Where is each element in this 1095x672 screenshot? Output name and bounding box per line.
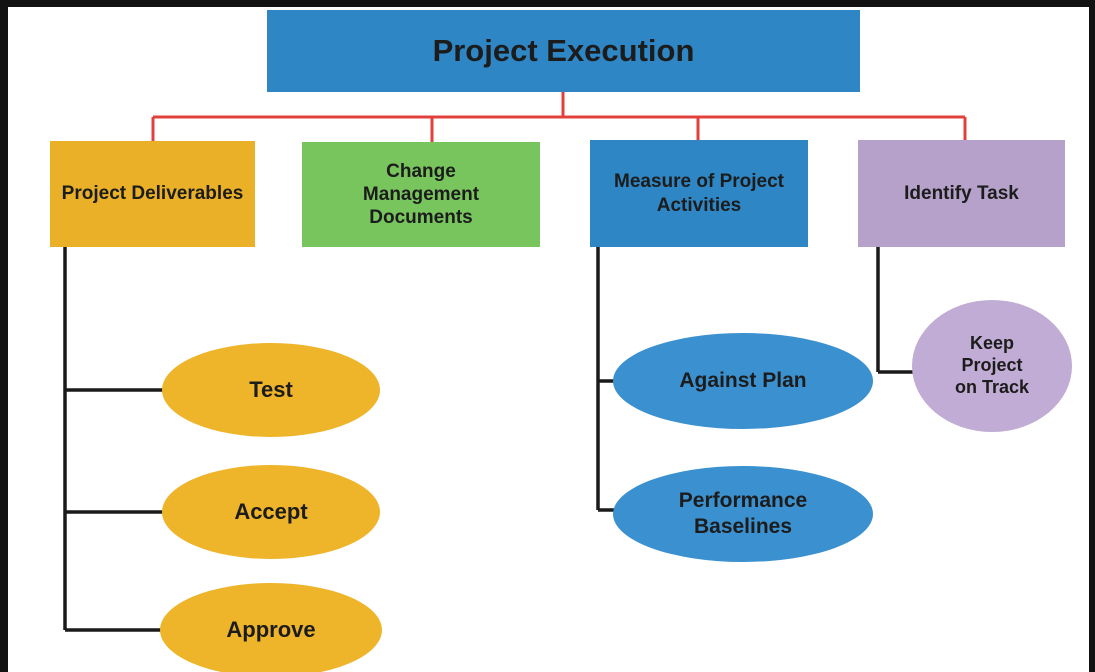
branch-box-identify-task: Identify Task <box>858 140 1065 247</box>
node-label: Project Execution <box>432 33 695 69</box>
node-label: Test <box>249 376 293 402</box>
ellipse-performance-baselines: Performance Baselines <box>613 466 873 562</box>
node-label: Measure of Project Activities <box>614 171 784 216</box>
node-label: Keep Project on Track <box>954 333 1030 397</box>
level1-connector-red <box>151 91 967 143</box>
ellipse-against-plan: Against Plan <box>613 333 873 429</box>
branch-box-change-management-documents: Change Management Documents <box>302 142 540 247</box>
frame-border-top <box>0 0 1095 7</box>
ellipse-accept: Accept <box>162 465 380 559</box>
branch-box-project-deliverables: Project Deliverables <box>50 141 255 247</box>
ellipse-approve: Approve <box>160 583 382 672</box>
node-label: Accept <box>234 498 308 524</box>
node-label: Approve <box>226 616 316 642</box>
node-label: Performance Baselines <box>678 489 808 538</box>
node-label: Project Deliverables <box>61 183 244 205</box>
node-label: Identify Task <box>904 182 1019 204</box>
frame-border-left <box>0 0 8 672</box>
ellipse-keep-project-on-track: Keep Project on Track <box>912 300 1072 432</box>
node-label: Against Plan <box>679 369 807 393</box>
level2-connector-black <box>63 247 915 632</box>
frame-border-right <box>1089 0 1095 672</box>
branch-box-measure-of-project-activities: Measure of Project Activities <box>590 140 808 247</box>
node-project-execution: Project Execution <box>267 10 860 92</box>
node-label: Change Management Documents <box>362 160 480 229</box>
ellipse-test: Test <box>162 343 380 437</box>
